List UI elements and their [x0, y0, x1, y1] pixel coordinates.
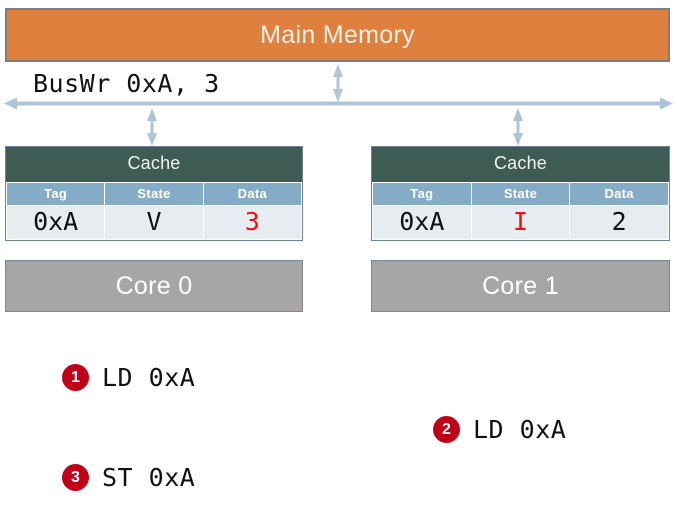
cache-1-header-row: Tag State Data — [372, 182, 669, 206]
cache-0-header-row: Tag State Data — [5, 182, 303, 206]
system-bus-arrow — [4, 97, 673, 110]
cache-1-state-value: I — [470, 205, 571, 240]
cache-1-row: 0xA I 2 — [372, 205, 669, 240]
step-annotation-3: 3 ST 0xA — [62, 463, 195, 492]
step-1-badge: 1 — [62, 364, 89, 391]
core-0-label: Core 0 — [115, 271, 193, 300]
core-block-1: Core 1 — [371, 260, 670, 312]
cache-0-col-tag: Tag — [5, 182, 106, 206]
cache-1-col-tag: Tag — [372, 182, 472, 206]
cache-1-table: Tag State Data 0xA I 2 — [372, 182, 669, 240]
step-1-text: LD 0xA — [102, 363, 196, 392]
core-block-0: Core 0 — [5, 260, 303, 312]
step-3-badge: 3 — [62, 464, 89, 491]
memory-bus-connector-arrow — [333, 64, 343, 102]
cache-0-state-value: V — [104, 205, 204, 240]
step-3-text: ST 0xA — [102, 463, 196, 492]
cache-0-col-state: State — [104, 182, 204, 206]
cache-0-data-value: 3 — [202, 205, 303, 240]
cache-0-title: Cache — [6, 147, 302, 182]
cache-0-tag-value: 0xA — [5, 205, 106, 240]
main-memory-label: Main Memory — [260, 20, 415, 49]
step-annotation-1: 1 LD 0xA — [62, 363, 195, 392]
bus-cache1-connector-arrow — [513, 108, 523, 146]
bus-transaction-label: BusWr 0xA, 3 — [33, 69, 220, 98]
cache-block-0: Cache Tag State Data 0xA V 3 — [5, 146, 303, 241]
main-memory-block: Main Memory — [5, 8, 670, 62]
cache-1-tag-value: 0xA — [372, 205, 472, 240]
core-1-label: Core 1 — [482, 271, 559, 300]
step-annotation-2: 2 LD 0xA — [433, 415, 566, 444]
step-2-badge: 2 — [433, 416, 460, 443]
cache-1-title: Cache — [372, 147, 669, 182]
cache-0-col-data: Data — [202, 182, 303, 206]
cache-1-col-data: Data — [569, 182, 669, 206]
cache-0-row: 0xA V 3 — [5, 205, 303, 240]
cache-0-table: Tag State Data 0xA V 3 — [5, 182, 303, 240]
cache-1-data-value: 2 — [569, 205, 669, 240]
step-2-text: LD 0xA — [473, 415, 567, 444]
cache-1-col-state: State — [470, 182, 571, 206]
cache-block-1: Cache Tag State Data 0xA I 2 — [371, 146, 670, 241]
bus-cache0-connector-arrow — [147, 108, 157, 146]
